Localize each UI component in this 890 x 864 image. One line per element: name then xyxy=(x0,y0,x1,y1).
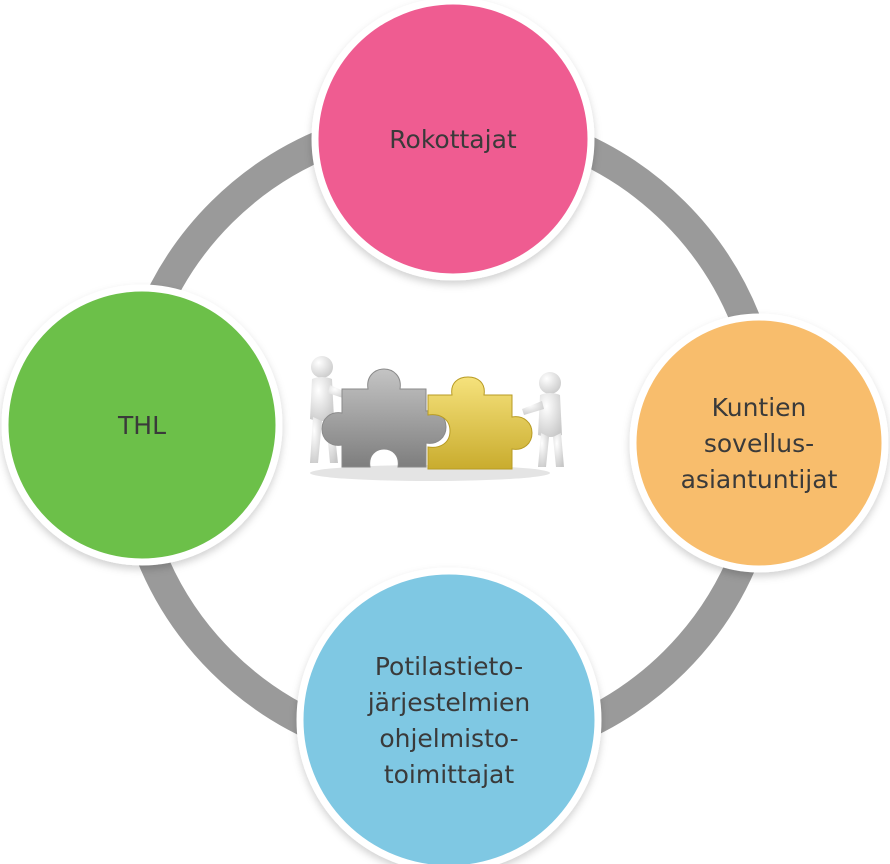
node-rokottajat: Rokottajat xyxy=(311,0,595,281)
node-label-potilastieto: Potilastieto-järjestelmien ohjelmisto-toi… xyxy=(367,652,531,789)
node-label-line: ohjelmisto- xyxy=(379,724,518,753)
two-figures-joining-puzzle-pieces-icon xyxy=(310,356,564,481)
gray-puzzle-piece xyxy=(321,368,447,468)
yellow-puzzle-piece xyxy=(427,376,533,470)
right-figure xyxy=(522,372,564,467)
node-label-line: asiantuntijat xyxy=(681,465,838,494)
node-kuntien-sovellusasiantuntijat: Kuntien sovellus-asiantuntijat xyxy=(629,313,889,573)
node-label-line: THL xyxy=(117,411,166,440)
node-label-line: Rokottajat xyxy=(389,125,517,154)
node-circle-thl xyxy=(1,284,283,566)
node-circle-potilastieto xyxy=(296,567,602,864)
node-circle-rokottajat xyxy=(311,0,595,281)
node-label-kuntien: Kuntien sovellus-asiantuntijat xyxy=(681,393,838,494)
node-thl: THL xyxy=(1,284,283,566)
node-label-line: toimittajat xyxy=(384,760,515,789)
node-label-line: Kuntien xyxy=(712,393,807,422)
node-label-thl: THL xyxy=(117,411,166,440)
node-label-line: Potilastieto- xyxy=(375,652,523,681)
node-potilastietojarjestelmien-toimittajat: Potilastieto-järjestelmien ohjelmisto-toi… xyxy=(296,567,602,864)
node-label-line: sovellus- xyxy=(704,429,814,458)
node-label-rokottajat: Rokottajat xyxy=(389,125,517,154)
node-circle-kuntien xyxy=(629,313,889,573)
node-label-line: järjestelmien xyxy=(367,688,531,717)
